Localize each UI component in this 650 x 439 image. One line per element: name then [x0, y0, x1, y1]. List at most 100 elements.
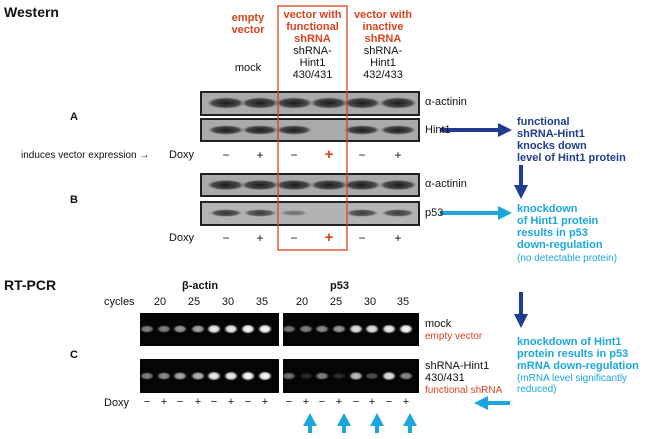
rtpcr-sign-13: − — [352, 396, 360, 408]
finding-hint1-knockdown: functional shRNA-Hint1 knocks down level… — [517, 116, 626, 164]
rtpcr-sign-12: + — [335, 396, 343, 408]
gel-band-mock-12 — [331, 324, 347, 334]
doxy-label-c: Doxy — [104, 397, 130, 409]
gel-band-shrna-9 — [281, 371, 297, 381]
gel-band-mock-16 — [398, 324, 414, 334]
gel-band-mock-8 — [257, 324, 273, 334]
band-label-actinin-b: α-actinin — [425, 178, 467, 190]
gel-band-mock-5 — [206, 324, 222, 334]
gel-band-shrna-4 — [190, 371, 206, 381]
cycle-2: 25 — [187, 296, 201, 308]
gel-band-shrna-12 — [331, 372, 347, 380]
rtpcr-sign-8: + — [261, 396, 269, 408]
arrows — [303, 123, 528, 433]
doxy-note: induces vector expression → — [21, 150, 150, 161]
gene-p53: p53 — [330, 280, 349, 292]
row-label-mock: mock — [425, 318, 452, 330]
sign-a-2: + — [256, 148, 264, 162]
panel-b-label: B — [70, 194, 78, 206]
row-label-shrna: shRNA-Hint1 430/431 — [425, 360, 490, 384]
gel-band-shrna-15 — [381, 371, 397, 381]
gel-band-mock-9 — [281, 324, 297, 334]
group-inactive-shrna: vector with inactive shRNA — [353, 9, 413, 45]
sign-a-1: − — [222, 148, 230, 162]
sign-a-6: + — [394, 148, 402, 162]
row-sub-empty-vector: empty vector — [425, 331, 483, 342]
western-title: Western — [4, 4, 59, 20]
sign-b-1: − — [222, 231, 230, 245]
blot-p53 — [200, 201, 420, 226]
gel-band-shrna-8 — [257, 371, 273, 381]
gel-band-mock-6 — [223, 324, 239, 334]
gel-band-shrna-16 — [398, 371, 414, 381]
gel-band-mock-1 — [139, 324, 155, 334]
rtpcr-sign-4: + — [194, 396, 202, 408]
gel-band-mock-3 — [172, 324, 188, 334]
gel-band-shrna-14 — [364, 372, 380, 380]
gel-band-mock-2 — [156, 324, 172, 334]
sublabel-mock: mock — [234, 62, 262, 74]
gel-band-shrna-11 — [314, 371, 330, 381]
gel-band-shrna-7 — [240, 371, 256, 381]
gel-band-mock-14 — [364, 324, 380, 334]
rtpcr-sign-14: + — [368, 396, 376, 408]
sign-b-6: + — [394, 231, 402, 245]
gel-band-shrna-6 — [223, 371, 239, 381]
gel-band-mock-13 — [348, 324, 364, 334]
blot-actinin-b — [200, 173, 420, 197]
gel-band-shrna-13 — [348, 371, 364, 381]
gel-band-shrna-5 — [206, 371, 222, 381]
gene-beta-actin: β-actin — [182, 280, 219, 292]
panel-c-label: C — [70, 349, 78, 361]
cycle-6: 25 — [329, 296, 343, 308]
rtpcr-sign-6: + — [227, 396, 235, 408]
finding-mrna-note: (mRNA level significantly reduced) — [517, 373, 628, 395]
rtpcr-sign-9: − — [285, 396, 293, 408]
rtpcr-sign-5: − — [210, 396, 218, 408]
gel-band-mock-4 — [190, 324, 206, 334]
rtpcr-sign-2: + — [160, 396, 168, 408]
rtpcr-title: RT-PCR — [4, 277, 57, 293]
sign-a-4: + — [324, 146, 334, 163]
sign-b-2: + — [256, 231, 264, 245]
finding-p53-note: (no detectable protein) — [517, 253, 618, 264]
gel-band-mock-11 — [314, 324, 330, 334]
band-label-actinin-a: α-actinin — [425, 96, 467, 108]
group-empty-vector: empty vector — [231, 12, 265, 36]
cycle-3: 30 — [221, 296, 235, 308]
doxy-label-a: Doxy — [169, 149, 195, 161]
rtpcr-sign-16: + — [402, 396, 410, 408]
cycle-8: 35 — [396, 296, 410, 308]
sign-a-5: − — [358, 148, 366, 162]
rtpcr-sign-3: − — [176, 396, 184, 408]
rtpcr-sign-1: − — [143, 396, 151, 408]
sublabel-shrna-432: shRNA- Hint1 432/433 — [363, 45, 403, 81]
gel-band-shrna-2 — [156, 371, 172, 381]
cycle-4: 35 — [255, 296, 269, 308]
sublabel-shrna-430: shRNA- Hint1 430/431 — [292, 45, 333, 81]
rtpcr-sign-7: − — [244, 396, 252, 408]
rtpcr-sign-11: − — [318, 396, 326, 408]
cycle-5: 20 — [295, 296, 309, 308]
gel-band-shrna-10 — [298, 372, 314, 380]
cycle-1: 20 — [153, 296, 167, 308]
band-label-p53: p53 — [425, 207, 444, 219]
row-sub-functional-shrna: functional shRNA — [425, 385, 503, 396]
rtpcr-sign-10: + — [302, 396, 310, 408]
gel-band-mock-10 — [298, 324, 314, 334]
gel-band-mock-15 — [381, 324, 397, 334]
finding-mrna-downregulation: knockdown of Hint1 protein results in p5… — [517, 336, 639, 372]
group-functional-shrna: vector with functional shRNA — [283, 9, 342, 45]
gel-band-shrna-3 — [172, 371, 188, 381]
panel-a-label: A — [70, 111, 78, 123]
cycles-label: cycles — [104, 296, 135, 308]
sign-b-4: + — [324, 229, 334, 246]
doxy-label-b: Doxy — [169, 232, 195, 244]
gel-band-shrna-1 — [139, 371, 155, 381]
blot-hint1 — [200, 118, 420, 142]
sign-b-3: − — [290, 231, 298, 245]
gel-band-mock-7 — [240, 324, 256, 334]
blot-actinin-a — [200, 91, 420, 116]
sign-b-5: − — [358, 231, 366, 245]
